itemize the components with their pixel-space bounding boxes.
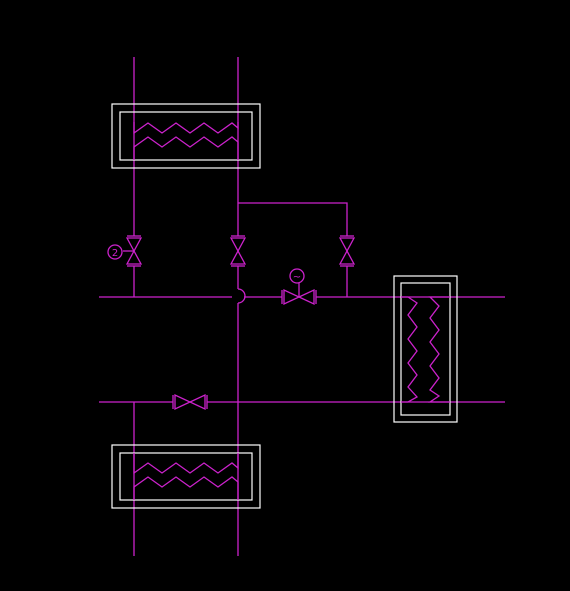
motorized-valve-actuator-label: 2: [112, 248, 118, 259]
heat-exchanger-coil-right: [393, 275, 458, 423]
heat-exchanger-coil-top: [111, 103, 261, 169]
gate-valve-left: 2: [107, 235, 143, 267]
pipe-crossover-hop: [237, 288, 246, 304]
control-valve: ~: [281, 268, 317, 306]
pipe-bypass-branch: [238, 202, 348, 236]
gate-valve-center: [229, 235, 247, 267]
heat-exchanger-coil-bottom: [111, 444, 261, 509]
control-valve-actuator-label: ~: [293, 272, 301, 283]
isolation-valve: [172, 393, 208, 411]
gate-valve-right: [338, 235, 356, 267]
